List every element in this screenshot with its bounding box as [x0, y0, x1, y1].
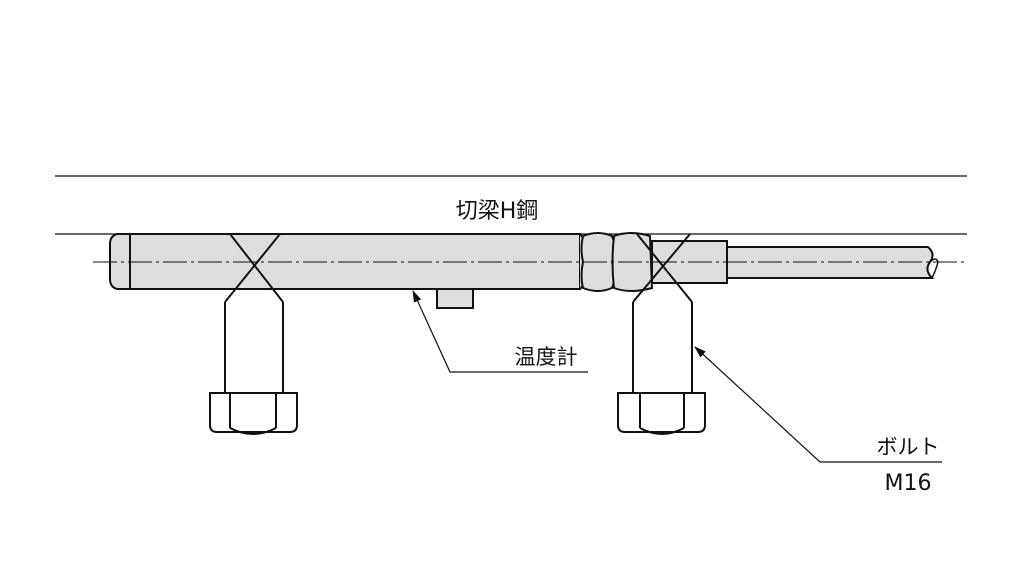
thermometer-leader [412, 290, 588, 373]
bolt-label: ボルト [877, 435, 940, 459]
beam-label: 切梁H鋼 [456, 199, 539, 224]
bolt-size-label: M16 [885, 471, 932, 496]
thermometer-label: 温度計 [515, 345, 578, 369]
right-bolt [617, 233, 706, 435]
sensor-body [109, 232, 939, 309]
left-bolt [209, 233, 298, 435]
bolt-leader [694, 346, 942, 463]
